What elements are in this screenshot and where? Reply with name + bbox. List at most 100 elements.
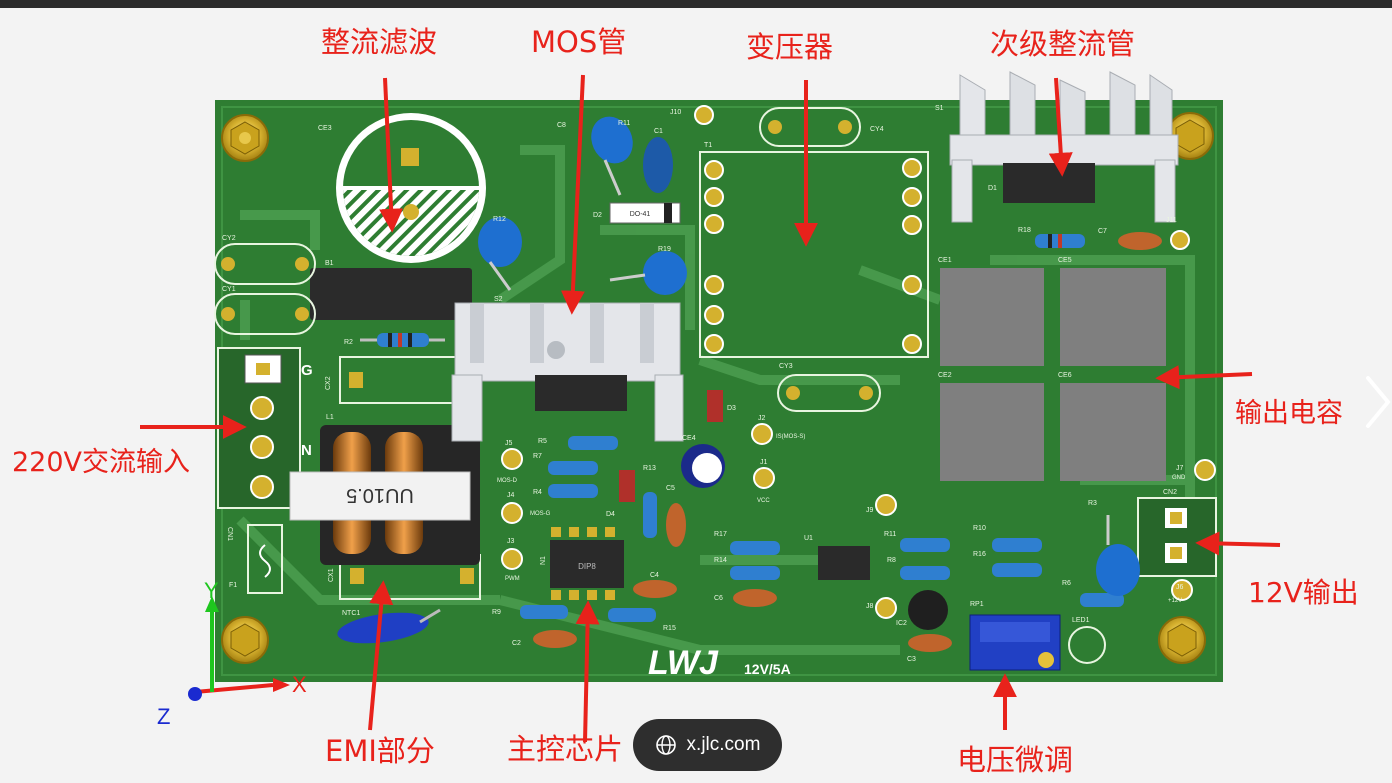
board-rating: 12V/5A <box>744 661 791 677</box>
silk-ic2: IC2 <box>896 620 907 627</box>
silk-r19: R19 <box>658 246 671 253</box>
silk-c4: C4 <box>650 572 659 579</box>
label-output-capacitor: 输出电容 <box>1235 398 1343 429</box>
axis-label-z: Z <box>157 704 170 729</box>
mounting-bolt <box>221 114 269 162</box>
silk-b1: B1 <box>325 260 334 267</box>
silk-r4: R4 <box>533 489 542 496</box>
output-capacitor-bank <box>940 268 1166 481</box>
globe-icon <box>655 735 676 755</box>
silk-cy1: CY1 <box>222 286 236 293</box>
fuse-f1 <box>247 524 283 594</box>
inductor-marking: UU10.5 <box>346 484 414 506</box>
silk-cn1: CN1 <box>226 527 233 541</box>
silk-r9: R9 <box>492 609 501 616</box>
chevron-right-icon[interactable] <box>1362 372 1392 432</box>
silk-t1: T1 <box>704 142 712 149</box>
silk-ce6: CE6 <box>1058 372 1072 379</box>
bridge-rectifier-b1 <box>310 268 472 320</box>
silk-ce3: CE3 <box>318 125 332 132</box>
silk-r3: R3 <box>1088 500 1097 507</box>
silk-s2: S2 <box>494 296 503 303</box>
test-pads <box>501 423 1216 619</box>
silk-r2: R2 <box>344 339 353 346</box>
silk-d3: D3 <box>727 405 736 412</box>
silk-ce4: CE4 <box>682 435 696 442</box>
silk-r16: R16 <box>973 551 986 558</box>
silk-r14: R14 <box>714 557 727 564</box>
silk-c6: C6 <box>714 595 723 602</box>
silk-cx1: CX1 <box>328 568 335 582</box>
watermark-badge[interactable]: x.jlc.com <box>633 719 782 771</box>
silk-c2: C2 <box>512 640 521 647</box>
label-secondary-rectifier: 次级整流管 <box>990 27 1136 61</box>
diode-marking: DO-41 <box>630 211 651 218</box>
silk-r17: R17 <box>714 531 727 538</box>
capacitor-c5 <box>666 503 686 547</box>
silk-led1: LED1 <box>1072 617 1090 624</box>
resistor-r12 <box>478 217 522 291</box>
axis-label-y: Y <box>204 578 219 603</box>
capacitor-c7 <box>1118 232 1162 250</box>
silk-pwm: PWM <box>505 576 520 582</box>
silk-r11b: R11 <box>884 531 896 538</box>
label-mos-tube: MOS管 <box>531 25 627 59</box>
board-logo: LWJ <box>648 644 719 682</box>
y-capacitor-cy3 <box>777 374 881 412</box>
diode-d2 <box>609 202 681 224</box>
silk-c5: C5 <box>666 485 675 492</box>
silk-cn2: CN2 <box>1163 489 1177 496</box>
silk-d4: D4 <box>606 511 615 518</box>
y-capacitor-cy2 <box>214 243 316 285</box>
silk-d2: D2 <box>593 212 602 219</box>
label-transformer: 变压器 <box>746 30 834 64</box>
silk-r15: R15 <box>663 625 676 632</box>
silk-c3: C3 <box>907 656 916 663</box>
label-main-chip: 主控芯片 <box>507 732 624 766</box>
capacitor-c4 <box>633 580 677 598</box>
mounting-bolt <box>1158 616 1206 664</box>
silk-r10: R10 <box>973 525 986 532</box>
silk-n1: N1 <box>540 556 547 565</box>
y-capacitor-cy4 <box>759 107 861 147</box>
output-terminal-cn2 <box>1137 497 1217 577</box>
diode-d3 <box>707 390 723 422</box>
silk-mos-g: MOS-G <box>530 511 551 517</box>
capacitor-c2 <box>533 630 577 648</box>
y-capacitor-cy1 <box>214 293 316 335</box>
silk-c1: C1 <box>654 128 663 135</box>
silkscreen-labels: CE3 C8 R11 C1 J10 T1 CY4 S1 D1 R12 D2 R1… <box>222 105 1186 663</box>
silk-j9: J9 <box>866 507 874 514</box>
silk-is-mos: IS(MOS-S) <box>776 434 805 440</box>
terminal-g-label: G <box>301 362 313 379</box>
silk-j8: J8 <box>866 603 874 610</box>
silk-c8: C8 <box>557 122 566 129</box>
capacitor-c6 <box>733 589 777 607</box>
silk-f1: F1 <box>229 582 237 589</box>
capacitor-c1 <box>643 137 673 193</box>
silk-cx2: CX2 <box>325 376 332 390</box>
silk-j3: J3 <box>507 538 515 545</box>
label-output-12v: 12V输出 <box>1248 576 1359 609</box>
silk-ce2: CE2 <box>938 372 952 379</box>
annotation-arrows <box>140 74 1281 743</box>
silk-j5: J5 <box>505 440 513 447</box>
silk-j10: J10 <box>670 109 681 116</box>
optocoupler-u1 <box>818 546 870 580</box>
silk-l1: L1 <box>326 414 334 421</box>
resistor-r18 <box>1035 234 1085 248</box>
resistor-r19 <box>609 251 687 295</box>
silk-r6: R6 <box>1062 580 1071 587</box>
silk-p12v: +12V <box>1168 598 1182 604</box>
silk-j11: J11 <box>1166 217 1177 224</box>
chip-marking: DIP8 <box>578 562 596 571</box>
silk-u1: U1 <box>804 535 813 542</box>
diode-d4 <box>619 470 635 502</box>
silk-r5: R5 <box>538 438 547 445</box>
label-voltage-trim: 电压微调 <box>957 743 1074 777</box>
mounting-bolt <box>221 616 269 664</box>
capacitor-c3 <box>908 634 952 652</box>
bulk-capacitor-ce3 <box>336 113 486 263</box>
silk-ntc1: NTC1 <box>342 610 360 617</box>
watermark-text: x.jlc.com <box>686 734 761 755</box>
